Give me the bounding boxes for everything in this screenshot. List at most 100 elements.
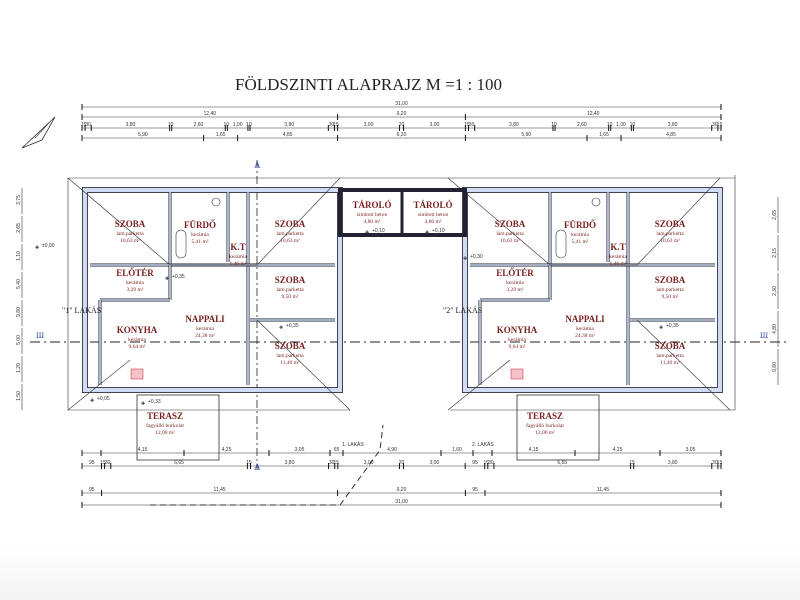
dimension-label: 30 [488,460,494,466]
dimension-label: 15 [717,122,723,128]
room-area: 10,63 m² [120,238,140,244]
plan-title: FÖLDSZINTI ALAPRAJZ M =1 : 100 [235,75,502,94]
room-area: 12,00 m² [535,430,555,436]
dimension-label: 2,30 [772,286,778,296]
dimension-label: 1,00 [616,122,626,128]
dimension-label: 65 [334,447,340,453]
room-finish: lam.parketta [116,231,144,237]
dimension-label: 4,90 [387,447,397,453]
room-finish: kerámia [126,280,144,286]
axis-marker: Ш [36,331,44,340]
level-cross-icon: ✚ [90,398,94,404]
terrace-outline [136,394,220,461]
dimension-label: 6,20 [397,487,407,493]
dimension-label: 1,65 [599,132,609,138]
room-area: 11,40 m² [280,360,300,366]
level-cross-icon: ✚ [279,325,283,331]
toilet-icon [211,197,221,207]
dimension-label: 15 [483,460,489,466]
level-cross-icon: ✚ [165,276,169,282]
room-name: SZOBA [275,341,306,351]
room-name: FÜRDŐ [564,220,596,230]
dimension-label: 30 [712,122,718,128]
dimension-label: 3,80 [509,122,519,128]
dimension-label: 9,80 [16,307,22,317]
room-finish: lam.parketta [276,231,304,237]
dimension-label: 10 [224,122,230,128]
room-area: 5,41 m² [192,239,209,245]
room-name: TERASZ [527,411,563,421]
dimension-label: 5,40 [16,279,22,289]
dimension-label: 2,65 [16,223,22,233]
stove-icon [130,368,144,380]
level-cross-icon: ✚ [35,245,39,251]
bathtub-icon [175,229,187,259]
dimension-label: 11,45 [597,487,609,493]
dimension-label: 1,00 [233,122,243,128]
dimension-label: 1,60 [452,447,462,453]
stove-icon [510,368,524,380]
dimension-label: 10 [607,122,613,128]
dimension-label: 20 [399,122,405,128]
dimension-label: 3,75 [16,195,22,205]
dimension-label: 2,15 [772,248,778,258]
room-finish: simított beton [357,212,388,218]
room-area: 24,38 m² [195,333,215,339]
dimension-label: 3,00 [430,122,440,128]
dimension-label: 15 [717,460,723,466]
dimension-label: 6,65 [174,460,184,466]
dimension-label: 31,00 [395,101,408,107]
dimension-label: 5,90 [138,132,148,138]
dimension-label: 3,80 [285,460,295,466]
room-area: 10,63 m² [500,238,520,244]
dimension-label: 11,45 [214,487,226,493]
dimension-label: 1,65 [216,132,226,138]
room-area: 4,80 m² [364,219,381,225]
dimension-label: 15 [333,122,339,128]
dimension-label: 2,65 [772,210,778,220]
dimension-label: 5,00 [16,335,22,345]
dimension-label: 6,65 [557,460,567,466]
dimension-label: 4,85 [283,132,293,138]
level-mark: +0,10 [432,228,445,234]
dimension-label: 3,05 [686,447,696,453]
north-arrow-icon [21,116,56,149]
room-name: SZOBA [655,275,686,285]
dimension-label: 30 [329,460,335,466]
room-area: 1,46 m² [610,261,627,267]
room-finish: kerámia [576,326,594,332]
room-finish: kerámia [229,254,247,260]
dimension-label: 3,00 [430,460,440,466]
room-finish: lam.parketta [656,353,684,359]
level-mark: +0,35 [286,323,299,329]
room-area: 9,50 m² [282,294,299,300]
level-mark: +0,05 [97,396,110,402]
dimension-label: 3,80 [668,460,678,466]
room-name: KONYHA [497,325,538,335]
room-name: ELŐTÉR [116,268,154,278]
dimension-label: 5,90 [521,132,531,138]
dimension-label: 95 [89,460,95,466]
dimension-label: 6,20 [397,111,407,117]
dimension-label: 95 [472,460,478,466]
dimension-label: 20 [399,460,405,466]
dimension-label: 4,25 [222,447,232,453]
